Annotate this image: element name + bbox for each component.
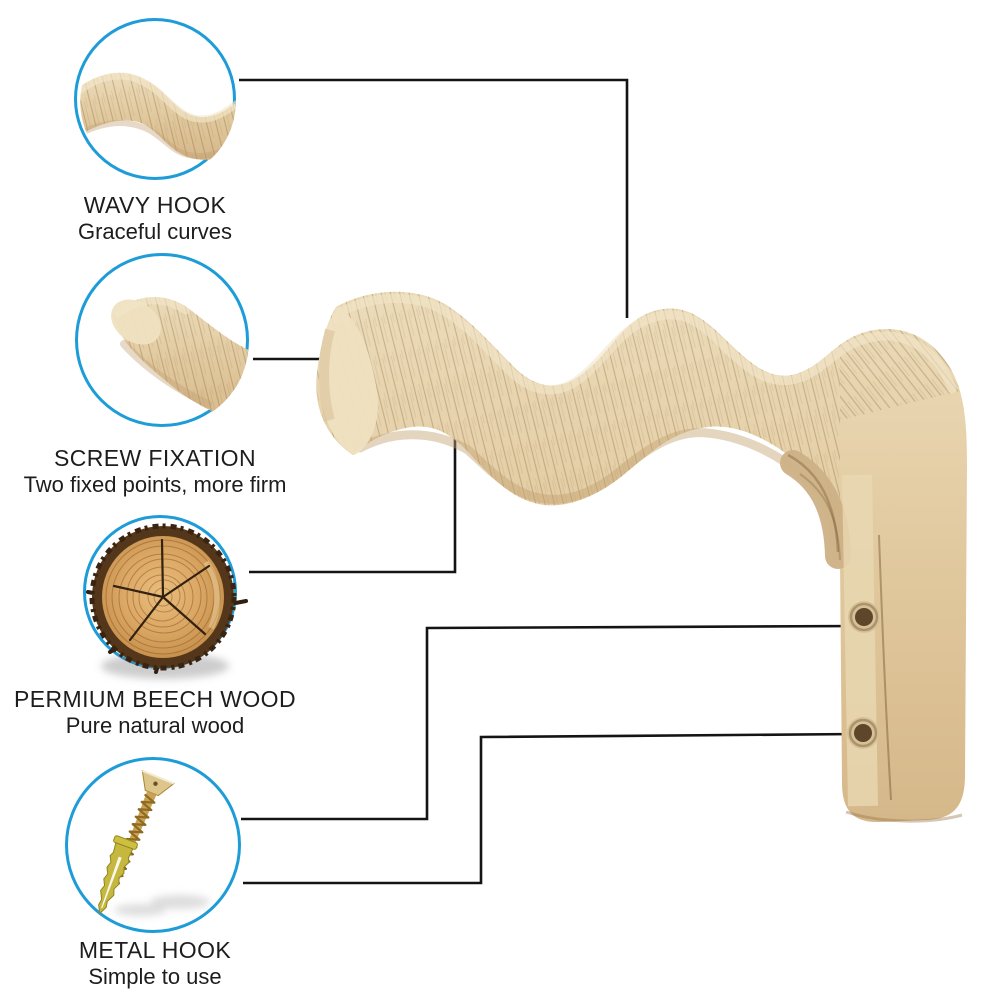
hook-end-closeup-icon <box>78 256 252 430</box>
feature-subtitle: Simple to use <box>88 964 222 989</box>
feature-title: WAVY HOOK <box>83 192 227 218</box>
beech-log-slice-icon <box>86 523 248 679</box>
feature-subtitle: Graceful curves <box>77 219 233 244</box>
connector-line-beech-wood <box>249 436 457 574</box>
bend-inner-face <box>780 450 851 569</box>
screw-hole-upper <box>848 601 880 633</box>
bend-inner-streak <box>787 453 840 553</box>
feature-badge-screw-fixation <box>75 253 249 427</box>
feature-badge-beech-wood <box>83 515 248 679</box>
feature-subtitle: Two fixed points, more firm <box>23 472 287 497</box>
connector-lines <box>239 78 861 885</box>
bend-inner-streak2 <box>799 473 841 561</box>
feature-subtitle: Pure natural wood <box>65 713 245 738</box>
connector-line-wavy-hook <box>239 78 629 318</box>
feature-title: SCREW FIXATION <box>54 445 256 471</box>
connector-line-upper-hole <box>241 624 861 821</box>
wavy-wooden-hook-product <box>316 291 967 823</box>
log-cracks <box>112 538 211 642</box>
feature-title: PERMIUM BEECH WOOD <box>14 686 296 712</box>
wavy-wood-closeup-icon <box>77 21 239 183</box>
screw-and-anchor-icon <box>98 769 210 916</box>
band-top-highlight <box>336 293 957 395</box>
screw-hole-lower <box>847 717 879 749</box>
post-grain <box>840 328 967 823</box>
feature-badge-metal-hook <box>65 757 241 933</box>
post-bottom-edge <box>845 810 963 823</box>
feature-title: METAL HOOK <box>78 937 232 963</box>
connector-line-lower-hole <box>243 732 859 885</box>
caption-beech-wood: PERMIUM BEECH WOOD Pure natural wood <box>0 686 335 739</box>
feature-badge-wavy-hook <box>74 18 236 180</box>
caption-wavy-hook: WAVY HOOK Graceful curves <box>0 192 335 245</box>
caption-screw-fixation: SCREW FIXATION Two fixed points, more fi… <box>0 445 335 498</box>
band-grain <box>316 291 840 560</box>
caption-metal-hook: METAL HOOK Simple to use <box>0 937 335 990</box>
post-bevel-line <box>878 534 892 801</box>
post-left-face <box>842 474 878 807</box>
wall-anchor <box>98 835 138 915</box>
cap-end-face-shade <box>319 328 335 422</box>
